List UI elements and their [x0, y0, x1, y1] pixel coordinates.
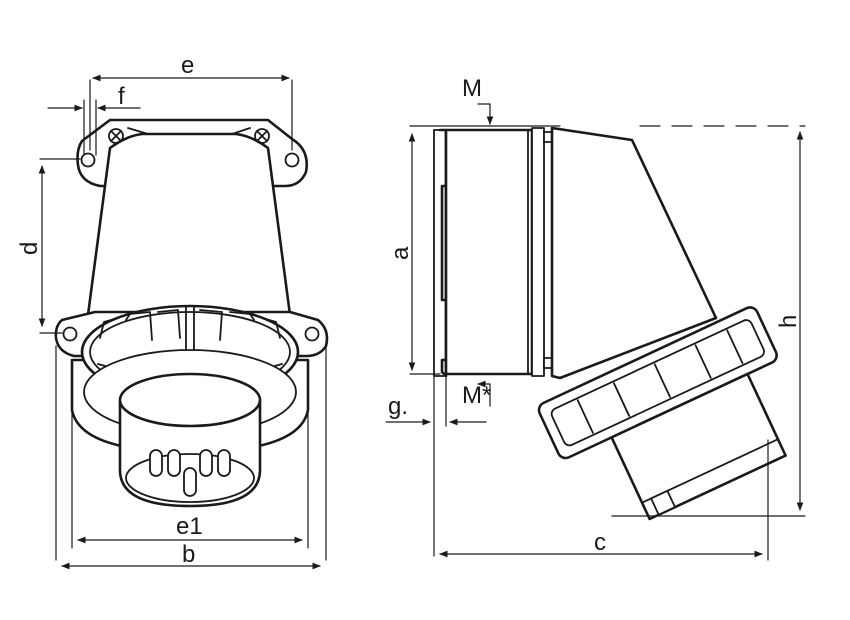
dim-label-g: g. [388, 393, 408, 420]
dim-label-m: M [462, 75, 482, 102]
plug-face-inner [125, 453, 255, 503]
housing-box [444, 128, 534, 376]
dim-label-h: h [775, 315, 802, 328]
bottom-left-mount-hole [62, 326, 78, 342]
dim-label-b: b [182, 541, 195, 568]
left-screw-icon [108, 128, 124, 144]
dim-label-c: c [594, 529, 606, 556]
plug-pins [149, 449, 231, 497]
dim-label-m-star: M* [462, 382, 491, 409]
dim-label-d: d [16, 242, 43, 255]
plug-cylinder [118, 398, 262, 508]
bottom-right-mount-hole [304, 326, 320, 342]
dim-label-f: f [118, 83, 125, 110]
top-left-mount-hole [80, 152, 96, 168]
dim-label-a: a [387, 246, 414, 260]
front-view: e f d e1 b [16, 52, 329, 570]
dim-label-e1: e1 [176, 513, 203, 540]
tapered-body [84, 132, 294, 332]
side-flange [531, 127, 545, 377]
plug-face [118, 372, 262, 428]
socket-head [537, 306, 787, 521]
dim-label-e: e [181, 52, 194, 79]
top-right-mount-hole [284, 152, 300, 168]
side-view: M a M* g. h c [385, 75, 806, 561]
angled-neck [550, 126, 718, 380]
